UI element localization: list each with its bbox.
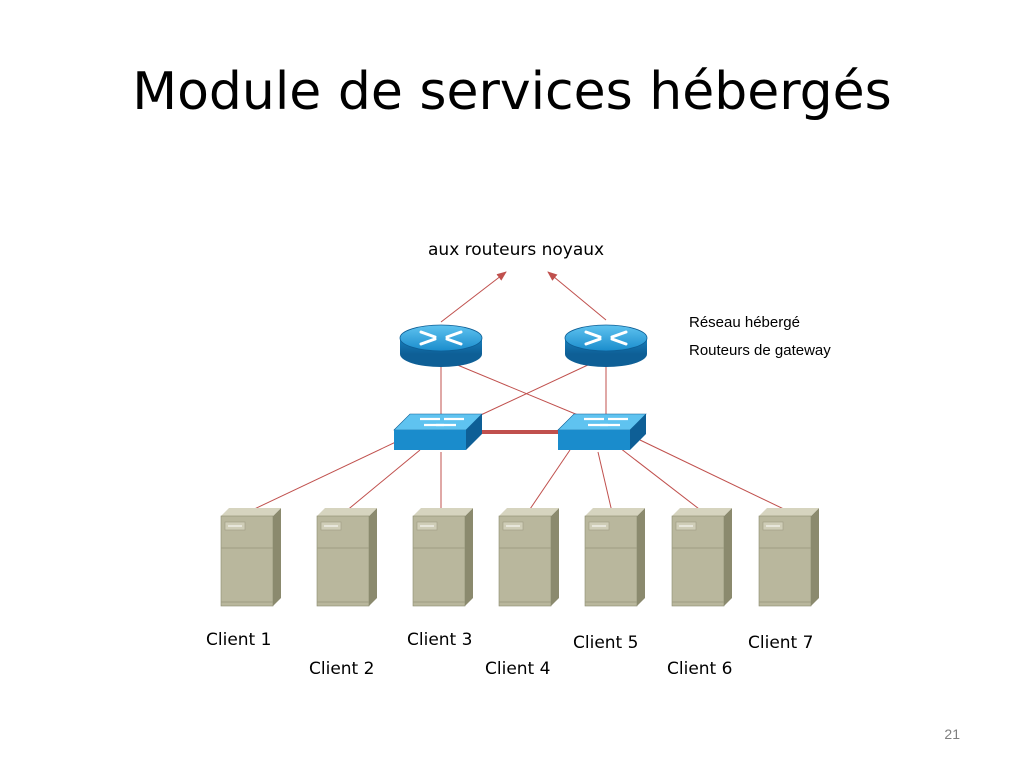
router-switch-link <box>469 363 591 421</box>
server-icon <box>758 508 819 607</box>
client-label-3: Client 3 <box>407 630 473 650</box>
uplink-arrow <box>547 271 607 321</box>
switch-client-link <box>597 451 613 513</box>
client-label-2: Client 2 <box>309 659 375 679</box>
client-label-7: Client 7 <box>748 633 814 653</box>
server-icon <box>316 508 377 607</box>
server-icon <box>498 508 559 607</box>
client-label-1: Client 1 <box>206 630 272 650</box>
page-number: 21 <box>944 726 960 742</box>
switch-client-link <box>639 439 791 513</box>
switch-client-link <box>527 449 571 513</box>
note-gateway-routers: Routeurs de gateway <box>689 342 831 359</box>
uplink-arrow <box>440 271 507 323</box>
switch-icon <box>557 413 647 450</box>
router-icon <box>399 324 483 367</box>
client-label-4: Client 4 <box>485 659 551 679</box>
client-label-6: Client 6 <box>667 659 733 679</box>
note-hosted-network: Réseau hébergé <box>689 314 800 331</box>
client-label-5: Client 5 <box>573 633 639 653</box>
slide-title: Module de services hébergés <box>132 62 892 122</box>
top-label: aux routeurs noyaux <box>428 240 605 260</box>
switch-icon <box>393 413 483 450</box>
switch-client-link <box>344 449 421 513</box>
switch-client-link <box>247 439 401 513</box>
server-icon <box>584 508 645 607</box>
switch-client-link <box>619 447 704 513</box>
server-icon <box>412 508 473 607</box>
router-switch-link <box>454 363 591 421</box>
router-icon <box>564 324 648 367</box>
server-icon <box>671 508 732 607</box>
network-links <box>247 271 791 513</box>
server-icon <box>220 508 281 607</box>
